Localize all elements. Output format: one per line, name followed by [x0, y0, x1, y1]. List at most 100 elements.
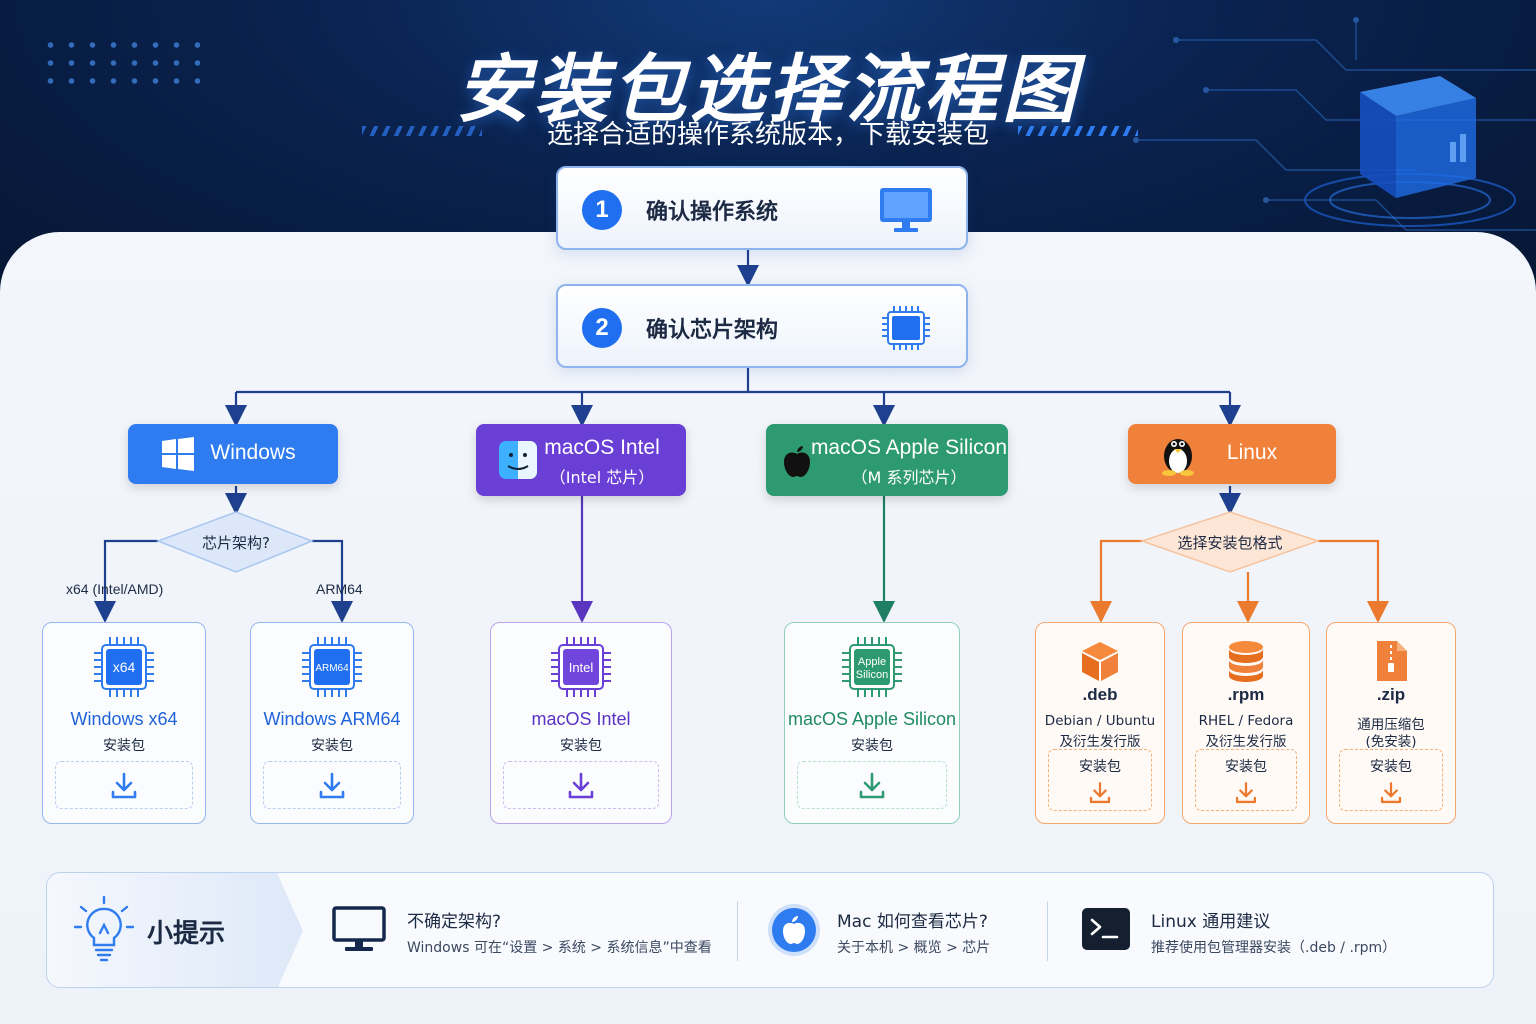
tip-desc: 关于本机 > 概览 > 芯片 [837, 940, 991, 956]
package-name: Windows x64 [70, 709, 178, 729]
decorative-dots [40, 36, 200, 86]
chip-label-line1: Apple [858, 656, 886, 668]
package-desc-2: 及衍生发行版 [1059, 734, 1141, 750]
package-desc: Debian / Ubuntu [1044, 713, 1156, 729]
package-desc-2: (免安装) [1365, 734, 1417, 750]
step-number: 2 [582, 308, 622, 348]
package-card-rpm[interactable]: .rpm RHEL / Fedora 及衍生发行版 安装包 [1182, 622, 1310, 824]
tips-bar: 小提示 不确定架构? Windows 可在“设置 > 系统 > 系统信息”中查看… [46, 872, 1494, 988]
download-label: 安装包 [1079, 759, 1121, 775]
download-icon [319, 772, 345, 799]
zip-file-icon [1377, 641, 1407, 681]
tip-desc: Windows 可在“设置 > 系统 > 系统信息”中查看 [407, 940, 712, 956]
chip-label: x64 [113, 659, 136, 675]
package-card-macos-silicon[interactable]: Apple Silicon macOS Apple Silicon 安装包 [784, 622, 960, 824]
terminal-icon [1082, 908, 1130, 950]
download-label: 安装包 [1370, 759, 1412, 775]
page-subtitle: 选择合适的操作系统版本，下载安装包 [546, 120, 989, 150]
apple-icon [768, 904, 820, 956]
tip-linux: Linux 通用建议 推荐使用包管理器安装（.deb / .rpm） [1081, 873, 1481, 987]
chip-x64-icon: x64 [94, 637, 154, 697]
tip-divider [737, 901, 738, 961]
decision-diamond-arch [155, 511, 315, 573]
chip-arm64-icon: ARM64 [302, 637, 362, 697]
node-linux: Linux [1128, 424, 1336, 484]
package-type: 安装包 [103, 738, 145, 754]
chip-label: Intel [569, 660, 594, 675]
node-title: macOS Apple Silicon [810, 436, 1008, 459]
node-title: Linux [1226, 441, 1278, 464]
package-format: .rpm [1227, 685, 1265, 704]
subtitle-decoration-left [362, 126, 482, 136]
subtitle-decoration-right [1018, 126, 1138, 136]
package-format: .zip [1376, 685, 1406, 704]
windows-logo-icon [162, 437, 194, 471]
monitor-icon [880, 188, 932, 232]
chip-intel-icon: Intel [551, 637, 611, 697]
database-icon [1229, 641, 1263, 682]
chip-apple-silicon-icon: Apple Silicon [842, 637, 902, 697]
download-icon [859, 772, 885, 799]
package-card-windows-arm64[interactable]: ARM64 Windows ARM64 安装包 [250, 622, 414, 824]
package-name: Windows ARM64 [263, 709, 401, 729]
package-type: 安装包 [560, 738, 602, 754]
tip-title: 不确定架构? [407, 912, 502, 932]
package-desc: 通用压缩包 [1357, 717, 1425, 733]
tip-architecture: 不确定架构? Windows 可在“设置 > 系统 > 系统信息”中查看 [331, 873, 751, 987]
node-title: macOS Intel [544, 436, 660, 459]
tip-divider [1047, 901, 1048, 961]
chip-label-line2: Silicon [856, 669, 888, 681]
package-type: 安装包 [311, 738, 353, 754]
step-label: 确认芯片架构 [646, 318, 779, 343]
package-format: .deb [1082, 685, 1118, 704]
node-windows: Windows [128, 424, 338, 484]
tip-title: Mac 如何查看芯片? [837, 912, 988, 932]
decision-format-label: 选择安装包格式 [1177, 534, 1283, 552]
step-confirm-os: 1 确认操作系统 [556, 166, 968, 250]
download-button[interactable] [797, 761, 947, 809]
download-button[interactable] [263, 761, 401, 809]
circuit-decoration [1133, 17, 1536, 231]
tux-penguin-icon [1162, 439, 1194, 476]
download-button[interactable] [55, 761, 193, 809]
package-card-zip[interactable]: .zip 通用压缩包 (免安装) 安装包 [1326, 622, 1456, 824]
package-card-windows-x64[interactable]: x64 Windows x64 安装包 [42, 622, 206, 824]
package-desc: RHEL / Fedora [1198, 713, 1294, 729]
tip-title: Linux 通用建议 [1151, 912, 1271, 932]
download-button[interactable]: 安装包 [1195, 749, 1297, 811]
chip-label: ARM64 [315, 663, 349, 674]
node-macos-intel: macOS Intel （Intel 芯片） [476, 424, 686, 496]
package-desc-2: 及衍生发行版 [1205, 734, 1287, 750]
decision-arch-label: 芯片架构? [202, 534, 270, 552]
download-label: 安装包 [1225, 759, 1267, 775]
step-confirm-chip: 2 确认芯片架构 [556, 284, 968, 368]
cpu-chip-icon [882, 306, 930, 350]
tip-desc: 推荐使用包管理器安装（.deb / .rpm） [1151, 940, 1397, 956]
download-icon [1380, 782, 1402, 804]
cube-icon [1082, 642, 1118, 681]
node-subtitle: （Intel 芯片） [549, 468, 655, 487]
cube-decoration [1304, 76, 1516, 227]
node-subtitle: （M 系列芯片） [851, 468, 967, 487]
download-icon [1235, 782, 1257, 804]
branch-x64-label: x64 (Intel/AMD) [66, 581, 164, 597]
download-button[interactable] [503, 761, 659, 809]
tip-mac-chip: Mac 如何查看芯片? 关于本机 > 概览 > 芯片 [767, 873, 1067, 987]
download-icon [568, 772, 594, 799]
package-card-macos-intel[interactable]: Intel macOS Intel 安装包 [490, 622, 672, 824]
apple-logo-icon [784, 446, 810, 477]
package-name: macOS Intel [531, 709, 631, 729]
package-type: 安装包 [851, 738, 893, 754]
download-button[interactable]: 安装包 [1339, 749, 1443, 811]
download-button[interactable]: 安装包 [1048, 749, 1152, 811]
step-number: 1 [582, 190, 622, 230]
monitor-icon [332, 906, 386, 951]
package-card-deb[interactable]: .deb Debian / Ubuntu 及衍生发行版 安装包 [1035, 622, 1165, 824]
step-label: 确认操作系统 [646, 200, 779, 225]
lightbulb-icon [73, 895, 135, 962]
download-icon [1089, 782, 1111, 804]
node-macos-silicon: macOS Apple Silicon （M 系列芯片） [766, 424, 1008, 496]
tips-heading-block: 小提示 [47, 873, 303, 987]
finder-icon [499, 441, 537, 479]
